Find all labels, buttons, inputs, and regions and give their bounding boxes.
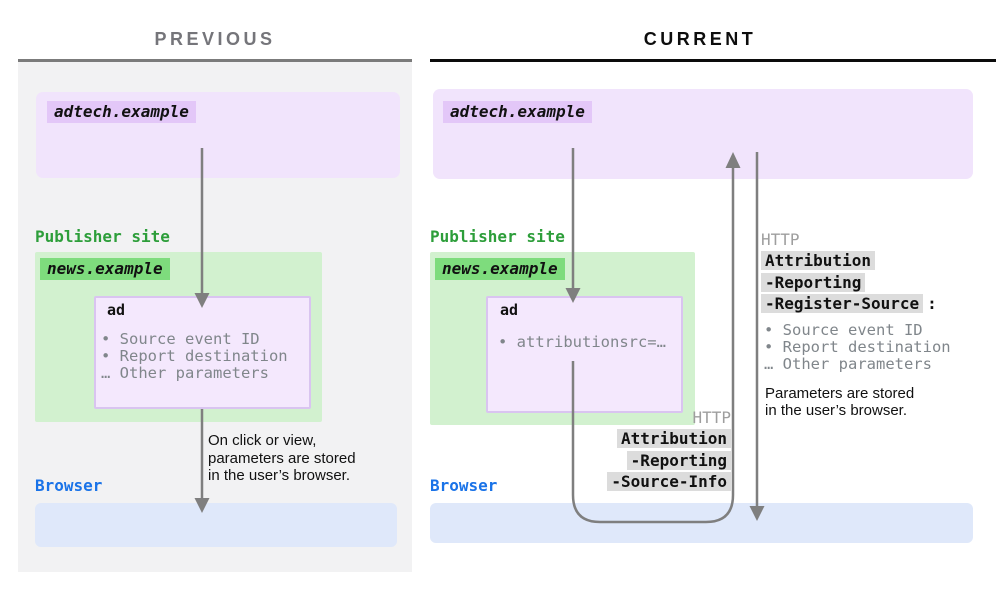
note-line: in the user’s browser. <box>765 402 908 419</box>
current-news-label: news.example <box>435 258 565 280</box>
http-header-token: -Source-Info <box>607 472 731 491</box>
register-param: • Report destination <box>764 337 951 356</box>
previous-flow-note: On click or view, parameters are stored … <box>208 432 356 485</box>
http-header-line: Attribution <box>491 428 731 450</box>
previous-ad-parameters: • Source event ID • Report destination …… <box>101 331 288 382</box>
previous-ad-title: ad <box>107 301 126 319</box>
http-header-line: -Reporting <box>761 272 993 294</box>
current-adtech-label: adtech.example <box>443 101 592 123</box>
http-header-line: Attribution <box>761 250 993 272</box>
colon: : <box>927 294 937 313</box>
current-ad-param: • attributionsrc=… <box>498 333 666 351</box>
current-browser-box <box>430 503 973 543</box>
http-header-line: -Reporting <box>491 450 731 472</box>
register-param: • Source event ID <box>764 320 923 339</box>
current-publisher-site-label: Publisher site <box>430 227 565 246</box>
previous-ad-param: • Report destination <box>101 347 288 365</box>
previous-browser-box <box>35 503 397 547</box>
note-line: Parameters are stored <box>765 384 915 402</box>
previous-browser-label: Browser <box>35 476 103 495</box>
current-column-title: CURRENT <box>643 29 757 49</box>
previous-divider-rule <box>18 59 412 62</box>
http-protocol-label: HTTP <box>761 230 800 249</box>
http-header-line: -Source-Info <box>491 471 731 493</box>
http-header-token: -Register-Source <box>761 294 924 313</box>
http-header-token: Attribution <box>617 429 731 448</box>
source-info-annotation: HTTP Attribution -Reporting -Source-Info <box>491 407 731 493</box>
register-param: … Other parameters <box>764 354 932 373</box>
note-line: On click or view, <box>208 432 317 449</box>
register-source-annotation: HTTP Attribution -Reporting -Register-So… <box>761 229 993 420</box>
current-browser-label: Browser <box>430 476 498 495</box>
note-line: in the user’s browser. <box>208 467 351 484</box>
previous-publisher-site-label: Publisher site <box>35 227 170 246</box>
http-protocol-label: HTTP <box>692 408 731 427</box>
current-ad-parameters: • attributionsrc=… <box>498 334 666 351</box>
register-source-parameters: • Source event ID • Report destination …… <box>764 320 993 373</box>
previous-news-label: news.example <box>40 258 170 280</box>
http-header-token: -Reporting <box>761 272 866 292</box>
previous-adtech-label: adtech.example <box>47 101 196 123</box>
http-header-line: -Register-Source: <box>761 293 993 315</box>
note-line: parameters are stored <box>208 449 356 467</box>
previous-ad-param: … Other parameters <box>101 364 269 382</box>
current-ad-title: ad <box>500 301 519 319</box>
current-flow-note: Parameters are stored in the user’s brow… <box>765 385 993 420</box>
http-header-token: -Reporting <box>626 450 731 470</box>
http-header-token: Attribution <box>761 251 875 270</box>
previous-ad-param: • Source event ID <box>101 330 260 348</box>
current-divider-rule <box>430 59 996 62</box>
previous-column-title: PREVIOUS <box>154 29 276 49</box>
